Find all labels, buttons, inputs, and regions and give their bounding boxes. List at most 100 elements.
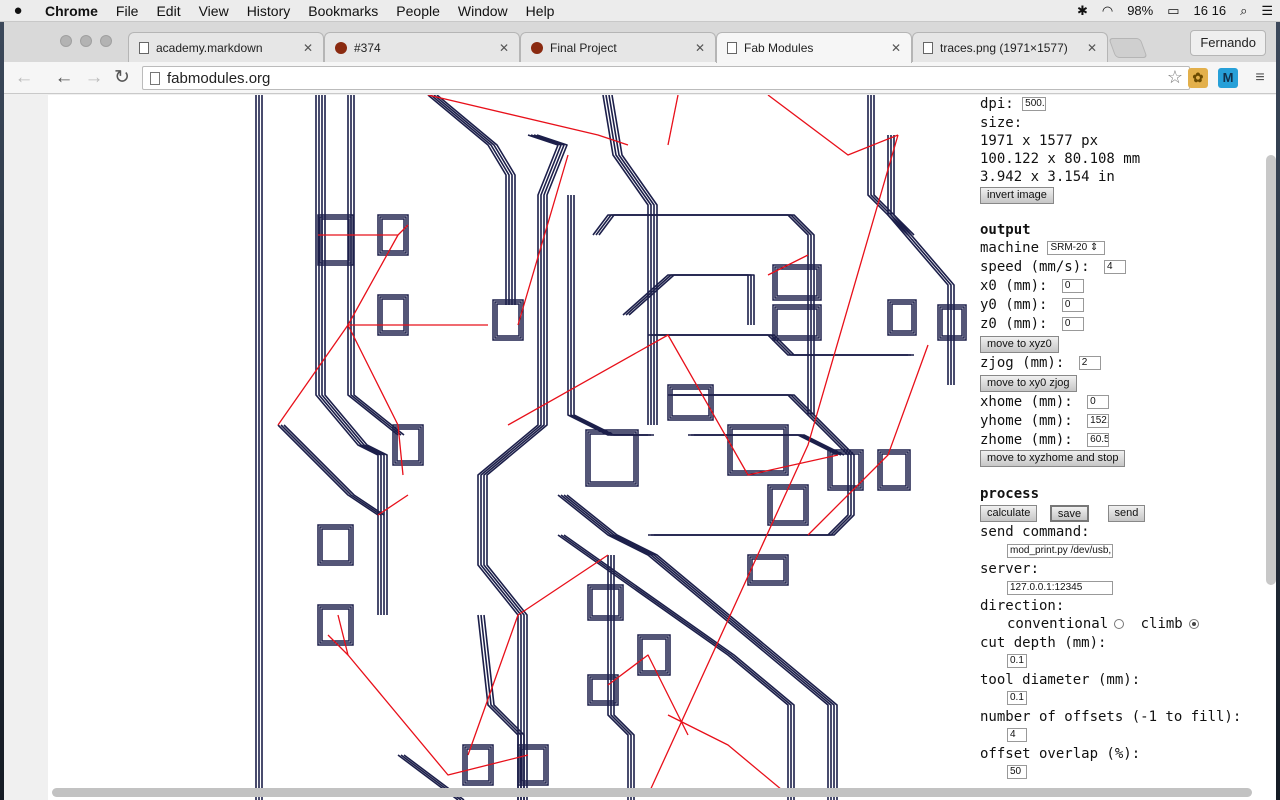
move-to-xyzhome-button[interactable]: move to xyzhome and stop — [980, 449, 1126, 467]
apple-menu-icon[interactable]: ● — [13, 1, 23, 19]
component-pad — [827, 449, 864, 491]
xhome-label: xhome (mm): — [980, 394, 1073, 410]
calculate-button[interactable]: calculate — [980, 504, 1038, 522]
component-pad — [517, 744, 549, 786]
url-text[interactable]: fabmodules.org — [167, 70, 271, 87]
zoom-window-icon[interactable] — [100, 35, 112, 47]
dpi-input[interactable]: 500. — [1022, 97, 1047, 111]
close-tab-icon[interactable]: ✕ — [890, 41, 901, 55]
menu-window[interactable]: Window — [457, 2, 508, 19]
send-command-input[interactable]: mod_print.py /dev/usb, — [1007, 544, 1113, 558]
extension-m-icon[interactable]: M — [1218, 68, 1238, 88]
horizontal-scrollbar[interactable] — [52, 788, 1252, 797]
close-tab-icon[interactable]: ✕ — [498, 40, 509, 55]
extension-basket-icon[interactable]: ✿ — [1188, 68, 1208, 88]
zjog-row: zjog (mm): 2 — [980, 354, 1101, 373]
close-tab-icon[interactable]: ✕ — [302, 40, 313, 55]
y0-input[interactable]: 0 — [1061, 298, 1084, 312]
trace-path — [557, 494, 829, 800]
tab-fab-modules[interactable]: Fab Modules ✕ — [716, 32, 912, 63]
tab-374[interactable]: #374 ✕ — [324, 32, 520, 62]
machine-select[interactable]: SRM-20 ⇕ — [1047, 241, 1106, 255]
back-arrow-icon[interactable]: ← — [14, 67, 34, 88]
menu-edit[interactable]: Edit — [156, 2, 181, 19]
component-pad — [396, 428, 420, 462]
close-tab-icon[interactable]: ✕ — [694, 40, 705, 55]
spotlight-search-icon[interactable]: ⌕ — [1240, 3, 1248, 18]
dpi-row: dpi: 500. — [980, 95, 1047, 114]
y0-row: y0 (mm): 0 — [980, 296, 1084, 315]
move-to-xyz0-button[interactable]: move to xyz0 — [980, 335, 1059, 353]
offsets-input[interactable]: 4 — [1007, 728, 1027, 742]
profile-button[interactable]: Fernando — [1190, 30, 1266, 56]
bluetooth-icon[interactable]: ✱ — [1076, 3, 1088, 18]
close-window-icon[interactable] — [60, 35, 72, 47]
send-button[interactable]: send — [1107, 504, 1146, 522]
tab-final-project[interactable]: Final Project ✕ — [520, 32, 716, 62]
back-button-icon[interactable]: ← — [54, 67, 74, 88]
rapid-move-path — [517, 154, 569, 326]
trace-path — [610, 555, 632, 800]
trace-path — [611, 95, 658, 425]
overlap-input[interactable]: 50 — [1007, 765, 1027, 779]
component-pad — [317, 214, 354, 266]
chrome-menu-icon[interactable]: ≡ — [1255, 69, 1265, 86]
speed-input[interactable]: 4 — [1104, 260, 1127, 274]
battery-icon[interactable]: ▭ — [1167, 3, 1180, 18]
menu-history[interactable]: History — [246, 2, 291, 19]
rapid-move-path — [427, 95, 629, 146]
clock[interactable]: 16 16 — [1193, 3, 1227, 18]
conventional-radio[interactable] — [1114, 619, 1125, 629]
move-to-xy0-zjog-button[interactable]: move to xy0 zjog — [980, 374, 1077, 392]
trace-path — [486, 134, 568, 800]
rapid-move-path — [397, 424, 404, 476]
z0-input[interactable]: 0 — [1061, 317, 1084, 331]
browser-toolbar: ← ← → ↻ fabmodules.org ☆ ✿ M ≡ — [4, 62, 1276, 94]
trace-path — [427, 95, 507, 305]
climb-radio[interactable] — [1188, 619, 1199, 629]
notification-center-icon[interactable]: ☰ — [1261, 3, 1273, 18]
xhome-input[interactable]: 0 — [1087, 395, 1110, 409]
size-mm: 100.122 x 80.108 mm — [980, 151, 1141, 167]
address-bar[interactable]: fabmodules.org ☆ — [142, 66, 1190, 90]
menu-people[interactable]: People — [396, 2, 440, 19]
battery-percent[interactable]: 98% — [1127, 3, 1154, 18]
component-pad — [319, 606, 352, 644]
forward-arrow-icon[interactable]: → — [84, 67, 104, 88]
tab-traces-png[interactable]: traces.png (1971×1577) ✕ — [912, 32, 1108, 62]
minimize-window-icon[interactable] — [80, 35, 92, 47]
zhome-row: zhome (mm): 60.5 — [980, 431, 1110, 450]
close-tab-icon[interactable]: ✕ — [1086, 40, 1097, 55]
server-input[interactable]: 127.0.0.1:12345 — [1007, 581, 1113, 595]
menu-help[interactable]: Help — [525, 2, 555, 19]
x0-input[interactable]: 0 — [1061, 279, 1084, 293]
tool-diameter-input[interactable]: 0.1 — [1007, 691, 1027, 705]
vertical-scrollbar[interactable] — [1266, 155, 1276, 585]
menu-view[interactable]: View — [198, 2, 229, 19]
new-tab-button[interactable] — [1108, 38, 1148, 58]
component-pad — [774, 306, 820, 339]
zjog-input[interactable]: 2 — [1078, 356, 1101, 370]
rapid-move-path — [347, 654, 529, 776]
toolpath-preview[interactable] — [48, 95, 980, 800]
zhome-input[interactable]: 60.5 — [1087, 433, 1110, 447]
reload-icon[interactable]: ↻ — [114, 67, 130, 88]
trace-path — [315, 95, 379, 615]
rapid-move-path — [467, 554, 609, 756]
tab-academy-markdown[interactable]: academy.markdown ✕ — [128, 32, 324, 62]
rapid-move-path — [507, 334, 839, 476]
trace-path — [602, 95, 649, 425]
save-button[interactable]: save — [1049, 504, 1090, 522]
cut-depth-input[interactable]: 0.1 — [1007, 654, 1027, 668]
trace-path — [480, 614, 522, 800]
yhome-input[interactable]: 152. — [1087, 414, 1110, 428]
menu-file[interactable]: File — [115, 2, 139, 19]
menu-app-chrome[interactable]: Chrome — [45, 2, 98, 19]
menu-bookmarks[interactable]: Bookmarks — [308, 2, 379, 19]
invert-image-button[interactable]: invert image — [980, 186, 1054, 204]
bookmark-star-icon[interactable]: ☆ — [1166, 67, 1183, 87]
machine-label: machine — [980, 240, 1040, 256]
cut-depth-label: cut depth (mm): — [980, 635, 1107, 651]
overlap-label: offset overlap (%): — [980, 746, 1141, 762]
wifi-icon[interactable]: ◠ — [1101, 3, 1114, 18]
